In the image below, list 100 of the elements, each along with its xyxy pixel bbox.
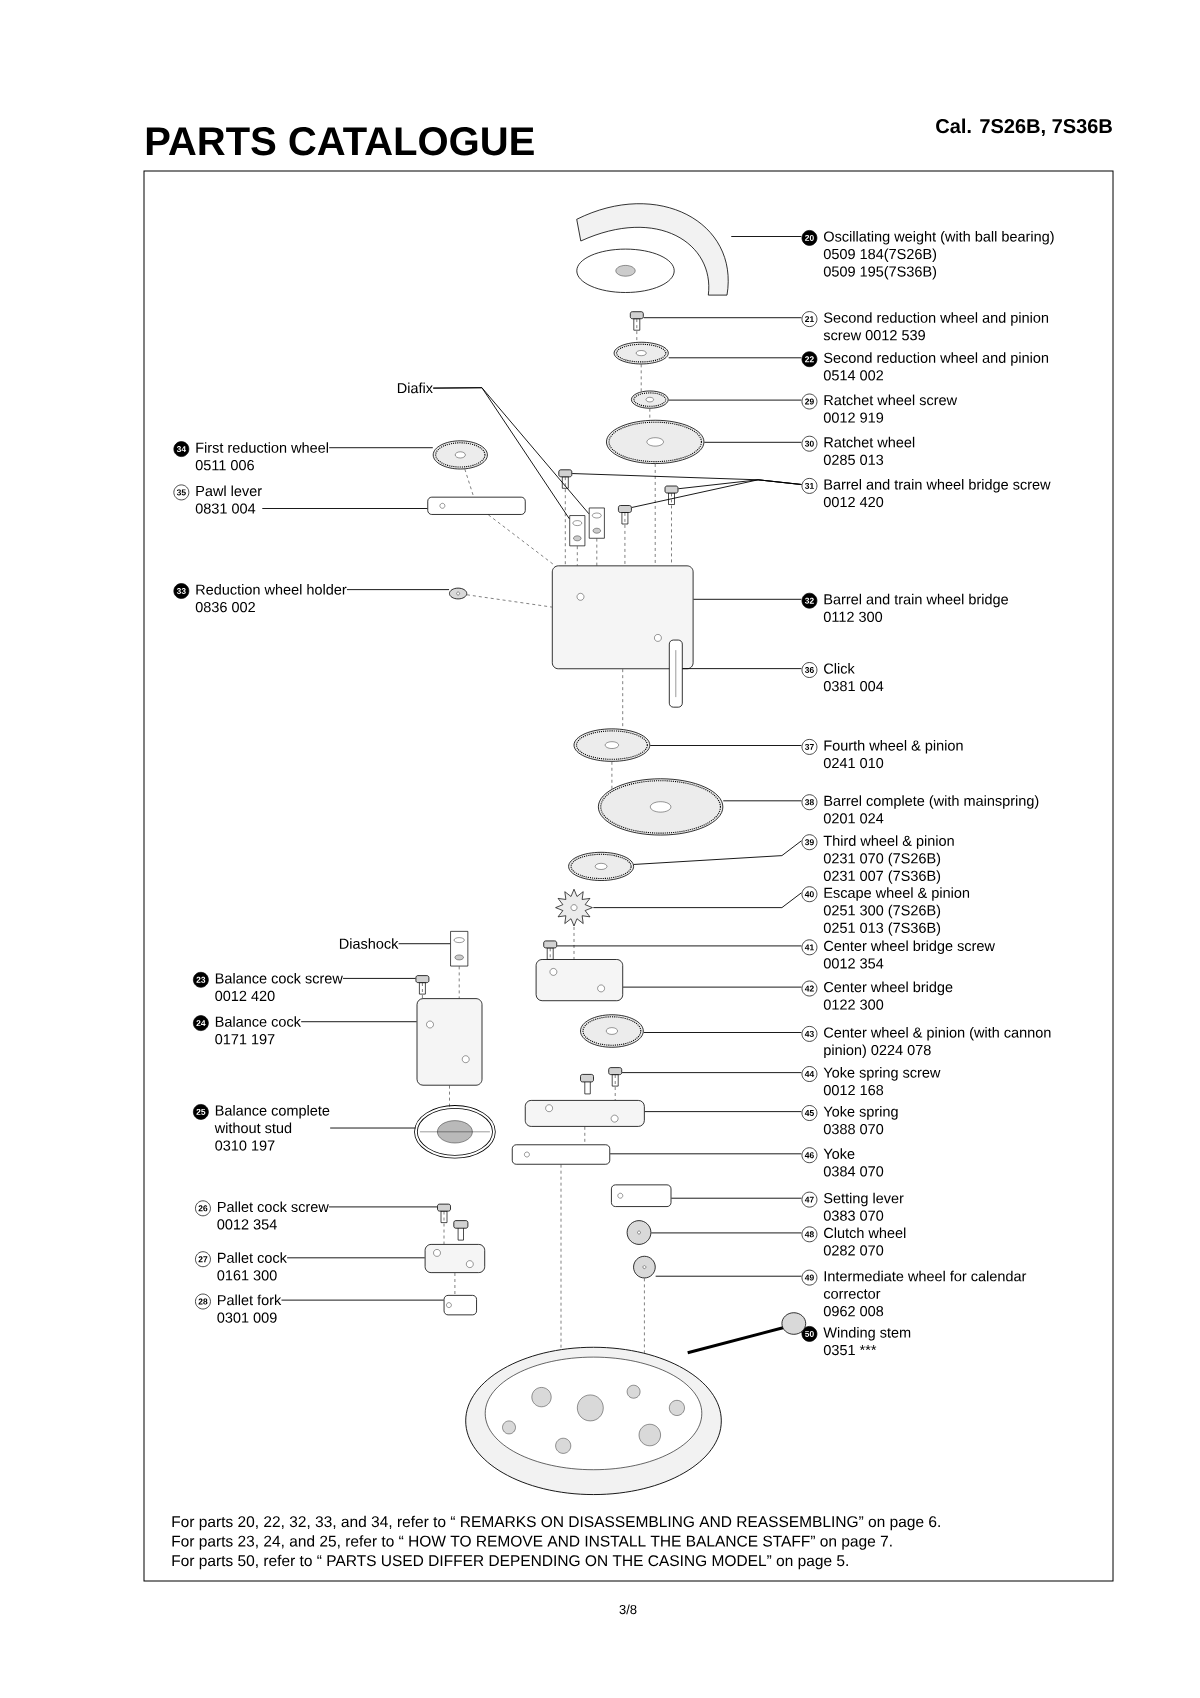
part-number: 0231 007 (7S36B) — [823, 870, 941, 884]
leader-line — [328, 1206, 438, 1208]
guide-line — [624, 512, 626, 566]
part-number: 0514 002 — [823, 370, 884, 381]
leader-line — [677, 479, 802, 490]
main-plate — [465, 1346, 722, 1495]
leader-line — [621, 1072, 802, 1074]
guide-line — [454, 1272, 456, 1296]
part-number: 0241 010 — [823, 757, 884, 769]
callout-number: 28 — [195, 1293, 211, 1310]
callout-number: 25 — [193, 1104, 209, 1120]
leader-line — [556, 945, 802, 947]
leader-line — [693, 598, 802, 600]
callout-number: 27 — [195, 1251, 211, 1268]
small-gear — [633, 1255, 656, 1279]
part-number: 0383 070 — [823, 1210, 884, 1221]
part-number: 0012 420 — [215, 990, 275, 1002]
part-number: 0251 013 (7S36B) — [823, 922, 941, 936]
part-number: 0231 070 (7S26B) — [823, 852, 941, 867]
part-name: Balance cock screw — [215, 972, 343, 984]
lever — [511, 1144, 611, 1165]
part-number: 0831 004 — [195, 503, 256, 514]
callout-number: 35 — [173, 484, 190, 501]
part-name: Pallet cock screw — [218, 1201, 329, 1213]
part-name: Ratchet wheel — [824, 436, 915, 448]
leader-line — [261, 508, 428, 509]
barrel — [597, 778, 724, 836]
leader-line — [398, 943, 451, 945]
lever — [427, 496, 526, 515]
guide-line — [443, 1211, 445, 1245]
part-name: Yoke — [823, 1148, 855, 1159]
callout-number: 38 — [801, 794, 818, 811]
leader-line — [346, 589, 450, 591]
guide-line — [596, 538, 598, 566]
leader-line — [703, 441, 802, 443]
guide-line — [573, 926, 575, 960]
gear-wheel — [606, 419, 705, 464]
part-name: Winding stem — [823, 1327, 911, 1341]
leader-line — [722, 800, 802, 802]
part-name: Pawl lever — [196, 485, 262, 497]
jewel-block — [588, 507, 605, 539]
callout-number: 36 — [801, 662, 818, 678]
leader-line — [342, 977, 416, 979]
leader-line — [643, 317, 802, 319]
part-number: 0112 300 — [823, 611, 883, 622]
guide-line — [466, 594, 553, 608]
part-number: 0301 009 — [217, 1312, 277, 1323]
leader-line — [328, 447, 434, 449]
part-number: 0511 006 — [195, 460, 254, 471]
leader-line — [609, 1153, 802, 1155]
part-number: 0509 184(7S26B) — [823, 248, 937, 262]
part-name: Reduction wheel holder — [196, 584, 347, 595]
balance-wheel — [414, 1105, 496, 1159]
part-name: Intermediate wheel for calendar corrector — [823, 1270, 1027, 1299]
part-number: 0012 354 — [217, 1219, 277, 1230]
part-name: Click — [824, 663, 855, 674]
part-name: Balance complete — [215, 1105, 330, 1119]
callout-number: 39 — [801, 834, 818, 851]
gear-wheel — [573, 728, 651, 762]
screw — [437, 1203, 451, 1223]
gear-wheel — [568, 851, 634, 881]
jewel-block — [569, 515, 586, 547]
guide-line — [644, 1278, 645, 1354]
callout-number: 29 — [801, 393, 818, 410]
part-name: Third wheel & pinion — [823, 835, 954, 849]
leader-line — [432, 387, 590, 515]
callout-number: 42 — [801, 980, 818, 997]
calibre-label: Cal. 7S26B, 7S36B — [936, 118, 1112, 137]
part-number: 0171 197 — [215, 1034, 275, 1045]
leader-line — [622, 986, 802, 988]
callout-number: 32 — [801, 592, 818, 609]
leader-line — [668, 399, 802, 401]
bridge-plate — [424, 1244, 486, 1273]
guide-line — [584, 1126, 586, 1145]
guide-line — [458, 966, 460, 999]
page-number: 3/8 — [619, 1604, 637, 1615]
spring-plate — [524, 1100, 645, 1127]
part-name: Barrel and train wheel bridge — [824, 593, 1008, 608]
part-number: 0388 070 — [823, 1124, 884, 1135]
part-number: 0201 024 — [823, 813, 884, 824]
leader-line — [633, 840, 802, 865]
part-name: Clutch wheel — [824, 1227, 906, 1239]
guide-line — [614, 1074, 616, 1101]
screw — [608, 1067, 623, 1087]
part-number: 0351 *** — [823, 1344, 877, 1356]
callout-number: 31 — [801, 478, 818, 494]
leader-line — [682, 668, 802, 670]
bridge-plate — [551, 565, 694, 670]
part-number: 0836 002 — [195, 602, 255, 613]
guide-line — [549, 948, 551, 960]
screw — [558, 469, 573, 489]
small-gear — [626, 1220, 652, 1245]
leader-line — [800, 1331, 808, 1333]
guide-line — [464, 468, 474, 497]
part-number: 0012 354 — [823, 958, 884, 969]
guide-line — [565, 476, 566, 566]
footnote: For parts 23, 24, and 25, refer to “ HOW TO REMOVE AND INSTALL THE BALANCE STAFF” on page 7. — [172, 1535, 892, 1550]
leader-line — [281, 1299, 445, 1301]
part-name: Fourth wheel & pinion — [824, 740, 963, 754]
part-name: Pallet cock — [218, 1252, 287, 1263]
